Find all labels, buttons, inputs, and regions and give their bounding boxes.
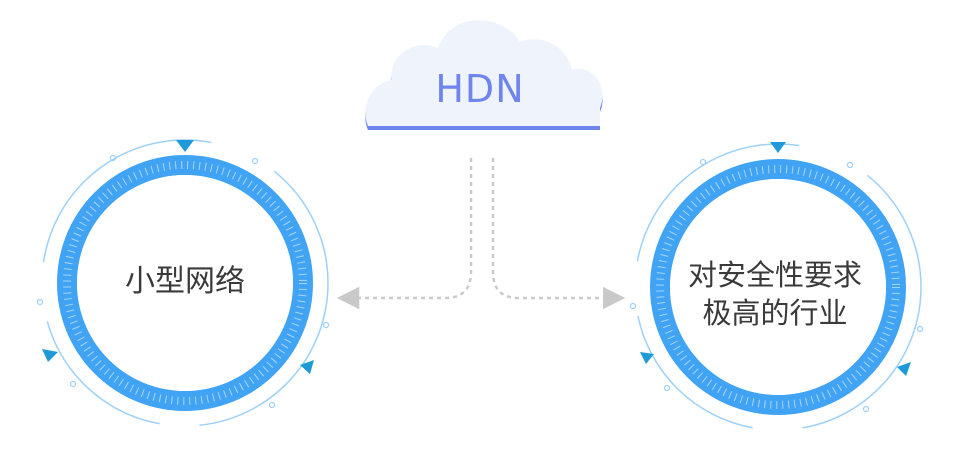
connectors xyxy=(336,158,626,310)
triangle-marker-top xyxy=(770,142,786,153)
hdn-cloud xyxy=(365,20,603,131)
small-network-label: 小型网络 xyxy=(125,264,245,299)
hdn-label: HDN xyxy=(435,67,525,111)
triangle-marker-left xyxy=(42,349,58,362)
cloud-body xyxy=(365,20,603,127)
high-security-industry-line2: 极高的行业 xyxy=(702,296,848,330)
triangle-marker-right xyxy=(300,360,314,374)
right-node-ring xyxy=(629,142,924,431)
triangle-marker-left xyxy=(640,352,654,364)
high-security-industry-line1: 对安全性要求 xyxy=(687,258,862,292)
left-node-ring xyxy=(36,139,330,427)
connector-right xyxy=(491,158,626,310)
connector-left xyxy=(336,158,473,310)
triangle-marker-right xyxy=(897,362,911,376)
high-security-industry-label: 对安全性要求 极高的行业 xyxy=(665,256,885,332)
triangle-marker-top xyxy=(176,140,194,152)
